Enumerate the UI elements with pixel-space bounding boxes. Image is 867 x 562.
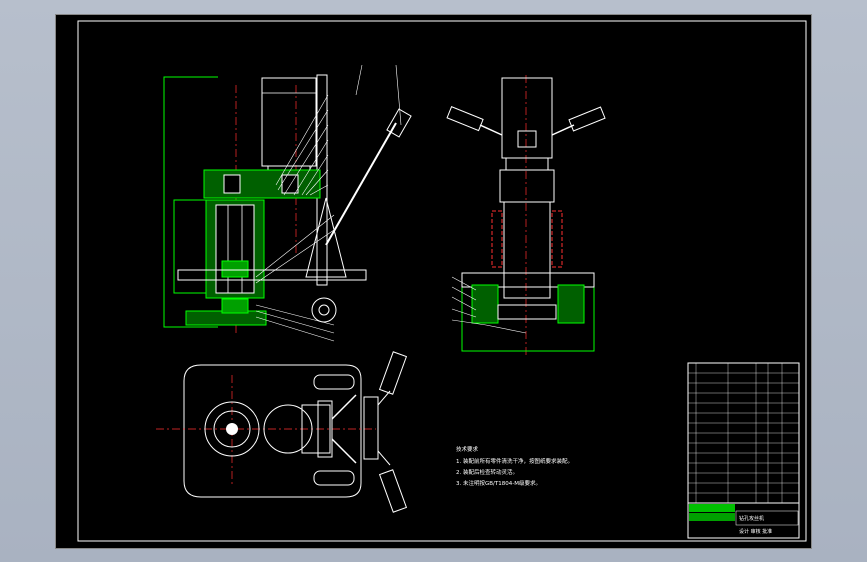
drawing-sheet: 技术要求 1. 装配前所有零件清洗干净，按图纸要求装配。 2. 装配后检查转动灵… <box>55 14 812 549</box>
tech-req-item-2: 2. 装配后检查转动灵活。 <box>456 468 518 476</box>
designer-row: 设计 审核 批准 <box>739 528 772 535</box>
tech-req-title: 技术要求 <box>456 445 479 453</box>
cad-drawing: 技术要求 1. 装配前所有零件清洗干净，按图纸要求装配。 2. 装配后检查转动灵… <box>77 20 807 542</box>
drawing-frame <box>77 20 807 542</box>
drawing-title: 钻孔攻丝机 <box>739 515 764 522</box>
technical-requirements: 技术要求 1. 装配前所有零件清洗干净，按图纸要求装配。 2. 装配后检查转动灵… <box>456 445 573 487</box>
tech-req-item-3: 3. 未注明按GB/T1804-M级要求。 <box>456 479 541 487</box>
front-section-view <box>163 64 412 342</box>
top-view <box>156 351 408 513</box>
title-block: 钻孔攻丝机 设计 审核 批准 <box>687 362 800 539</box>
side-view <box>446 75 606 355</box>
tech-req-item-1: 1. 装配前所有零件清洗干净，按图纸要求装配。 <box>456 457 573 465</box>
